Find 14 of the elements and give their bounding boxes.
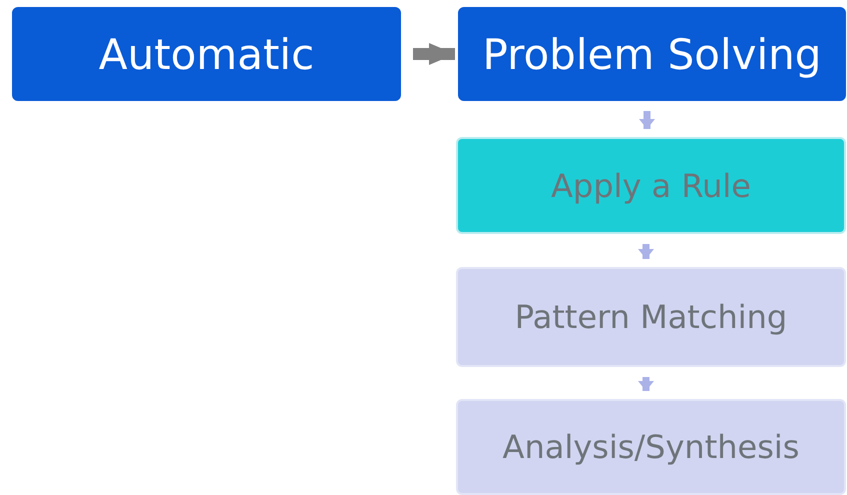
arrow [639, 111, 655, 129]
process-box [458, 7, 846, 101]
process-box [456, 137, 846, 234]
box-label: Apply a Rule [551, 166, 751, 204]
arrow [638, 244, 654, 259]
process-box [456, 267, 846, 367]
arrow [413, 43, 455, 65]
box-label: Pattern Matching [514, 298, 788, 336]
arrow [638, 377, 654, 391]
process-box [456, 399, 846, 495]
process-box [12, 7, 401, 101]
box-label: Automatic [98, 30, 314, 78]
box-label: Problem Solving [482, 30, 822, 78]
box-label: Analysis/Synthesis [502, 428, 800, 466]
